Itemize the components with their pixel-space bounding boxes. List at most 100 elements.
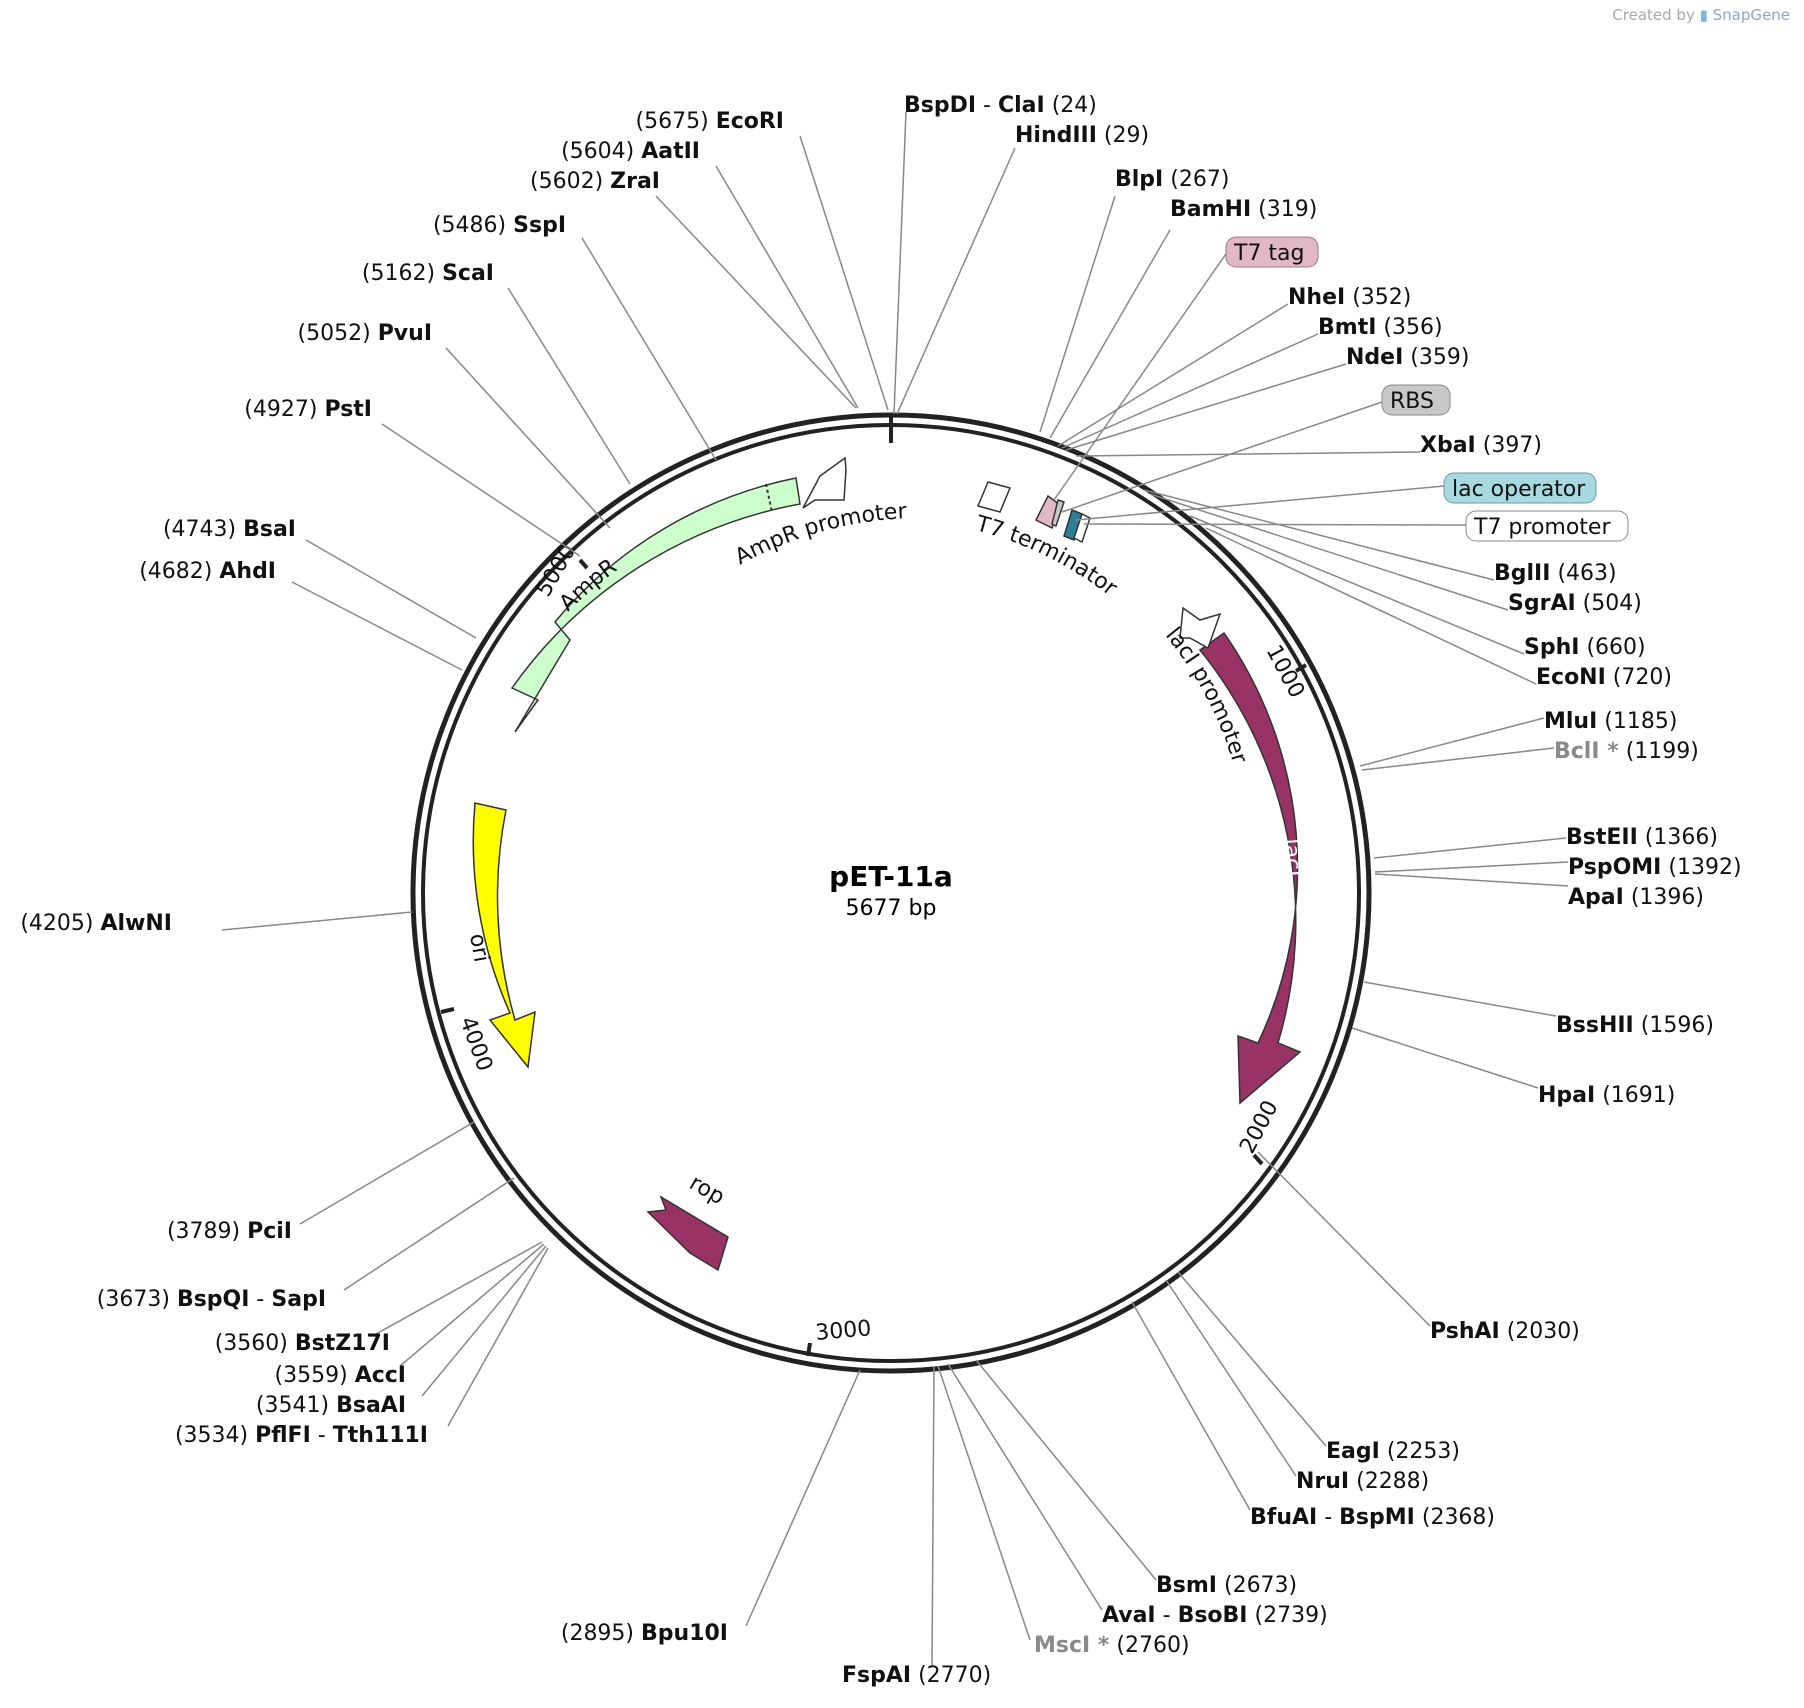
site-leader-bsshii bbox=[1363, 981, 1557, 1017]
site-leader-sspi bbox=[581, 237, 717, 461]
site-position-sphi: (660) bbox=[1586, 635, 1645, 660]
site-position-bmti: (356) bbox=[1383, 315, 1442, 340]
site-leader-bfuai-bspmi bbox=[1131, 1301, 1251, 1511]
site-enzyme-fspai-0: FspAI bbox=[842, 1663, 911, 1688]
site-leader-scai bbox=[507, 287, 631, 485]
site-leader-bsmi bbox=[975, 1359, 1157, 1581]
site-position-ahdi: (4682) bbox=[139, 559, 212, 584]
site-label-mlui: MluI (1185) bbox=[1544, 709, 1677, 734]
site-label-pspomi: PspOMI (1392) bbox=[1568, 855, 1742, 880]
site-label-apai: ApaI (1396) bbox=[1568, 885, 1704, 910]
site-label-bfuai-bspmi: BfuAI - BspMI (2368) bbox=[1250, 1505, 1495, 1530]
site-enzyme-bspdi-clai-0: BspDI bbox=[904, 93, 976, 118]
site-label-bspqi-sapi: (3673) BspQI - SapI bbox=[97, 1287, 326, 1312]
site-leader-alwni bbox=[221, 911, 413, 931]
site-leader-bspdi-clai bbox=[893, 111, 907, 415]
site-position-apai: (1396) bbox=[1631, 885, 1704, 910]
site-position-econi: (720) bbox=[1613, 665, 1672, 690]
site-leader-sgrai bbox=[1149, 493, 1509, 611]
site-label-acci: (3559) AccI bbox=[275, 1363, 406, 1388]
site-leader-avai-bsobi bbox=[947, 1363, 1103, 1611]
callout-t7-promoter: T7 promoter bbox=[1083, 510, 1629, 542]
site-position-bspqi-sapi: (3673) bbox=[97, 1287, 170, 1312]
site-leader-apai bbox=[1374, 873, 1569, 887]
site-leader-lines bbox=[221, 111, 1569, 1667]
site-position-bfuai-bspmi: (2368) bbox=[1422, 1505, 1495, 1530]
site-position-blpi: (267) bbox=[1170, 167, 1229, 192]
site-position-nhei: (352) bbox=[1352, 285, 1411, 310]
site-enzyme-econi-0: EcoNI bbox=[1536, 665, 1606, 690]
site-leader-blpi bbox=[1039, 195, 1116, 433]
site-position-alwni: (4205) bbox=[20, 911, 93, 936]
site-leader-bcli bbox=[1361, 747, 1555, 771]
ori-arrow bbox=[472, 802, 536, 1069]
site-position-bpu10i: (2895) bbox=[561, 1621, 634, 1646]
site-leader-ndei bbox=[1065, 363, 1347, 451]
credit-brand: SnapGene bbox=[1712, 6, 1790, 24]
site-position-pcii: (3789) bbox=[167, 1219, 240, 1244]
rbs-box bbox=[1051, 499, 1065, 528]
t7-promoter-box bbox=[1073, 512, 1091, 544]
site-label-avai-bsobi: AvaI - BsoBI (2739) bbox=[1102, 1603, 1328, 1628]
site-enzyme-pflfi-tth111i-1: Tth111I bbox=[333, 1423, 428, 1448]
site-position-mlui: (1185) bbox=[1604, 709, 1677, 734]
site-label-bsaai: (3541) BsaAI bbox=[256, 1393, 406, 1418]
site-leader-ecori bbox=[799, 135, 889, 411]
site-labels: BspDI - ClaI (24)HindIII (29)BlpI (267)B… bbox=[20, 93, 1741, 1688]
site-label-bpu10i: (2895) Bpu10I bbox=[561, 1621, 728, 1646]
site-label-bstz17i: (3560) BstZ17I bbox=[215, 1331, 390, 1356]
site-enzyme-sgrai-0: SgrAI bbox=[1508, 591, 1576, 616]
site-position-sspi: (5486) bbox=[433, 213, 506, 238]
site-enzyme-bspqi-sapi-1: SapI bbox=[271, 1287, 326, 1312]
site-position-avai-bsobi: (2739) bbox=[1255, 1603, 1328, 1628]
site-enzyme-ecori-0: EcoRI bbox=[716, 109, 784, 134]
site-leader-pflfi-tth111i bbox=[447, 1247, 549, 1427]
site-position-bsai: (4743) bbox=[163, 517, 236, 542]
site-leader-hpai bbox=[1351, 1027, 1539, 1089]
site-label-bsshii: BssHII (1596) bbox=[1556, 1013, 1714, 1038]
laci-arrow bbox=[1198, 631, 1302, 1105]
site-enzyme-avai-bsobi-1: BsoBI bbox=[1178, 1603, 1248, 1628]
tick-label-2000: 2000 bbox=[1235, 1097, 1283, 1158]
site-position-pspomi: (1392) bbox=[1668, 855, 1741, 880]
site-enzyme-pvui-0: PvuI bbox=[378, 321, 432, 346]
site-enzyme-xbai-0: XbaI bbox=[1420, 433, 1476, 458]
site-enzyme-bcli-0: BclI * bbox=[1554, 739, 1619, 764]
site-leader-aatii bbox=[715, 165, 859, 409]
credit-prefix: Created by bbox=[1612, 6, 1695, 24]
site-label-ndei: NdeI (359) bbox=[1346, 345, 1469, 370]
callout-rbs: RBS bbox=[1061, 384, 1451, 513]
site-leader-pshai bbox=[1257, 1151, 1431, 1327]
site-leader-fspai bbox=[931, 1365, 935, 1667]
site-enzyme-bfuai-bspmi-1: BspMI bbox=[1339, 1505, 1415, 1530]
site-label-eagi: EagI (2253) bbox=[1326, 1439, 1460, 1464]
site-enzyme-bspdi-clai-1: ClaI bbox=[998, 93, 1045, 118]
site-enzyme-avai-bsobi-0: AvaI bbox=[1102, 1603, 1156, 1628]
site-label-pcii: (3789) PciI bbox=[167, 1219, 292, 1244]
site-enzyme-aatii-0: AatII bbox=[641, 139, 700, 164]
site-enzyme-bglii-0: BglII bbox=[1494, 561, 1550, 586]
site-enzyme-hindiii-0: HindIII bbox=[1015, 123, 1097, 148]
site-leader-eagi bbox=[1177, 1271, 1327, 1447]
site-label-zrai: (5602) ZraI bbox=[530, 169, 660, 194]
site-label-bamhi: BamHI (319) bbox=[1170, 197, 1317, 222]
site-position-pshai: (2030) bbox=[1507, 1319, 1580, 1344]
site-label-ahdi: (4682) AhdI bbox=[139, 559, 276, 584]
site-enzyme-bsshii-0: BssHII bbox=[1556, 1013, 1634, 1038]
site-leader-msci bbox=[937, 1365, 1031, 1641]
site-label-scai: (5162) ScaI bbox=[362, 261, 494, 286]
site-enzyme-bsteii-0: BstEII bbox=[1566, 825, 1638, 850]
site-enzyme-sspi-0: SspI bbox=[513, 213, 566, 238]
site-label-msci: MscI * (2760) bbox=[1034, 1633, 1190, 1658]
site-position-bspdi-clai: (24) bbox=[1052, 93, 1097, 118]
site-position-psti: (4927) bbox=[244, 397, 317, 422]
site-leader-bsteii bbox=[1373, 837, 1567, 859]
site-enzyme-hpai-0: HpaI bbox=[1538, 1083, 1595, 1108]
callout-label-lac-operator: lac operator bbox=[1452, 477, 1586, 502]
site-enzyme-bpu10i-0: Bpu10I bbox=[641, 1621, 728, 1646]
site-position-bstz17i: (3560) bbox=[215, 1331, 288, 1356]
site-label-nrui: NruI (2288) bbox=[1296, 1469, 1429, 1494]
site-leader-pspomi bbox=[1374, 861, 1569, 873]
site-leader-bmti bbox=[1061, 333, 1319, 449]
